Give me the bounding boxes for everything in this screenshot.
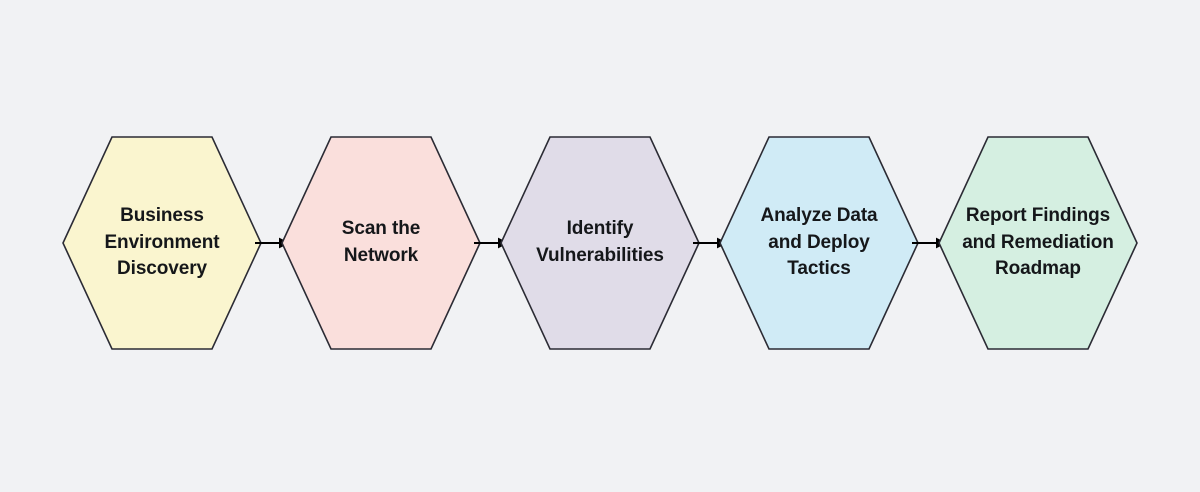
flow-node-step-2[interactable]: Scan the Network [281, 136, 481, 350]
flow-node-label-step-3: Identify Vulnerabilities [536, 218, 664, 266]
flow-node-step-3[interactable]: Identify Vulnerabilities [500, 136, 700, 350]
flow-node-step-1[interactable]: Business Environment Discovery [62, 136, 262, 350]
hexagon-shape-3 [500, 136, 700, 350]
flow-node-label-step-2: Scan the Network [341, 218, 421, 266]
hexagon-shape-4 [719, 136, 919, 350]
hexagon-shape-2 [281, 136, 481, 350]
hexagon-shape-5 [938, 136, 1138, 350]
flow-node-label-step-4: Analyze Data and Deploy Tactics [760, 204, 878, 280]
flow-node-label-step-1: Business Environment Discovery [104, 204, 220, 280]
flow-node-step-5[interactable]: Report Findings and Remediation Roadmap [938, 136, 1138, 350]
flow-node-step-4[interactable]: Analyze Data and Deploy Tactics [719, 136, 919, 350]
flow-node-label-step-5: Report Findings and Remediation Roadmap [962, 204, 1114, 280]
hexagon-shape-1 [62, 136, 262, 350]
